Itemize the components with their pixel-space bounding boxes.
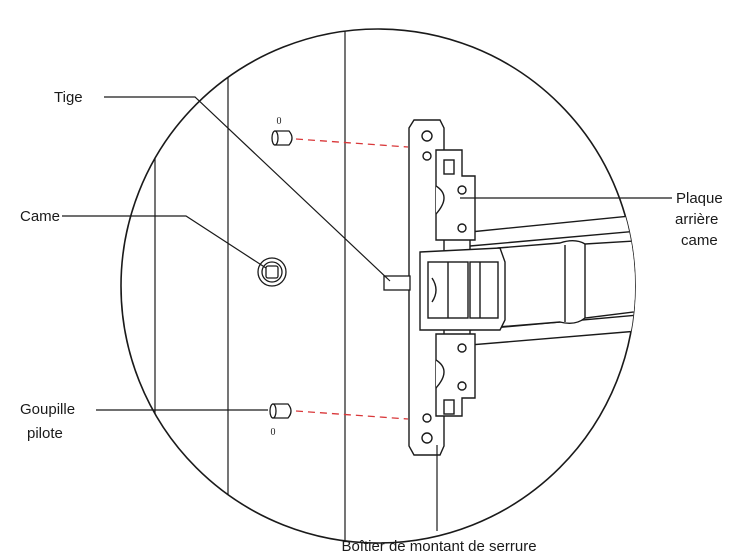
strike-box-housing <box>408 119 506 456</box>
label-plaque-line2: arrière <box>675 211 718 228</box>
label-goupille-line2: pilote <box>27 425 63 442</box>
leader-lines <box>62 96 672 531</box>
alignment-dash-lines <box>295 138 409 420</box>
label-tige: Tige <box>54 89 83 106</box>
pin-mark-top: 0 <box>277 116 282 127</box>
guide-pin-top <box>271 130 293 146</box>
rod <box>383 275 411 291</box>
push-bar <box>469 213 635 346</box>
label-plaque-line1: Plaque <box>676 190 723 207</box>
label-plaque-line3: came <box>681 232 718 249</box>
label-goupille-line1: Goupille <box>20 401 75 418</box>
label-came: Came <box>20 208 60 225</box>
label-boitier: Boîtier de montant de serrure <box>341 538 536 555</box>
pin-mark-bottom: 0 <box>271 427 276 438</box>
cam-hole <box>257 257 287 287</box>
guide-pin-bottom <box>269 403 292 419</box>
